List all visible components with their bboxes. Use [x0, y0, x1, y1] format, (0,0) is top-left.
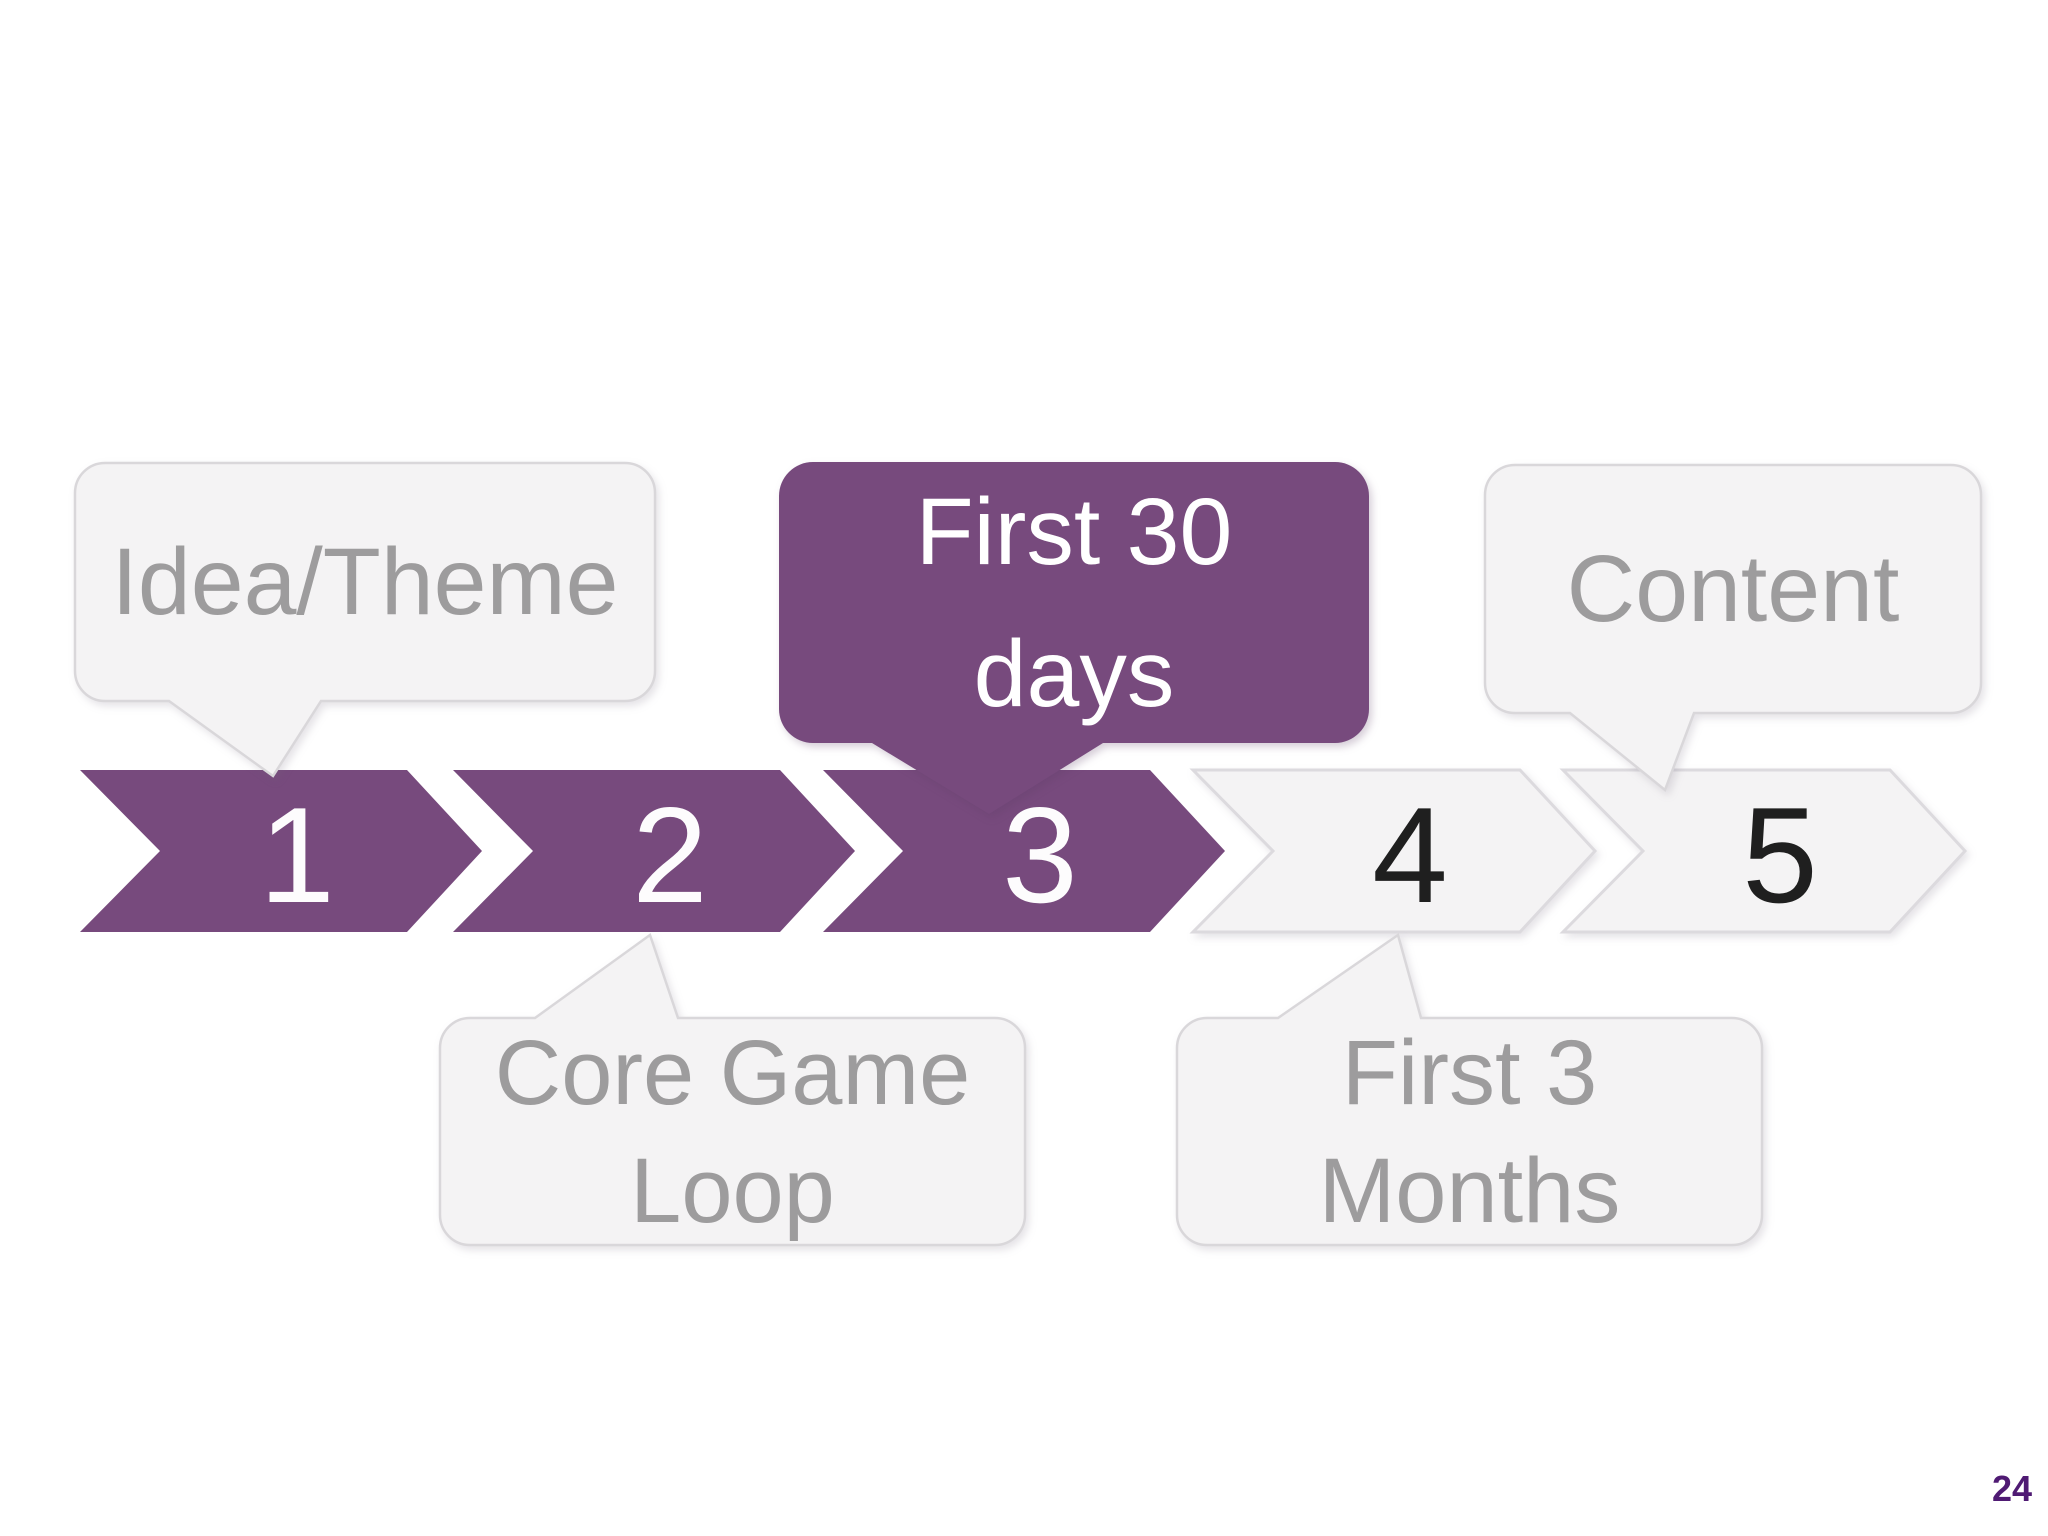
chevron-step-2: [453, 770, 855, 932]
chevron-step-4: [1189, 768, 1598, 934]
callout-bubble-first-30-days: [779, 462, 1369, 814]
callout-bubble-core-game-loop: [438, 932, 1027, 1247]
chevron-step-5: [1559, 768, 1968, 934]
chevron-step-1: [80, 770, 482, 932]
chevron-step-3: [823, 770, 1225, 932]
callout-bubble-first-3-months: [1175, 932, 1764, 1247]
callout-bubble-content: [1483, 463, 1983, 793]
page-number: 24: [1991, 1468, 2032, 1509]
callout-bubble-idea-theme: [73, 461, 657, 778]
